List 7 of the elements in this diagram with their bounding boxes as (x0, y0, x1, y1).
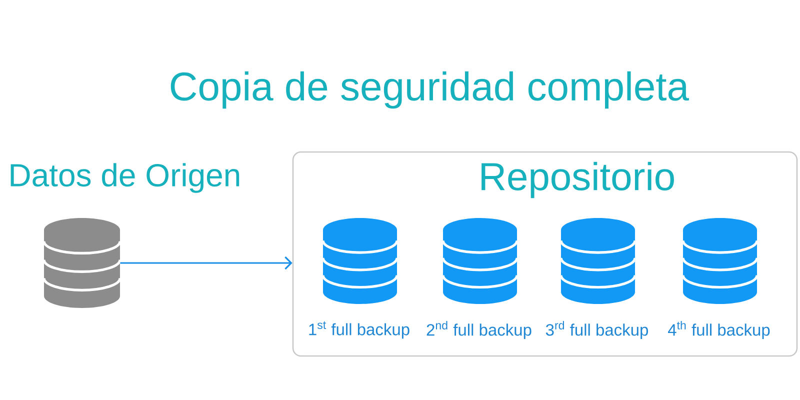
node-label: 3$^{rd}$ full backup (546, 320, 648, 340)
arrow (120, 256, 292, 270)
heading: Datos de Origen (10, 163, 240, 193)
node-label: 1$^{st}$ full backup (309, 321, 410, 339)
node-label: 4$^{th}$ full backup (668, 320, 770, 340)
title: Copia de seguridad completa (170, 71, 690, 109)
node-label: 2$^{nd}$ full backup (426, 320, 532, 340)
